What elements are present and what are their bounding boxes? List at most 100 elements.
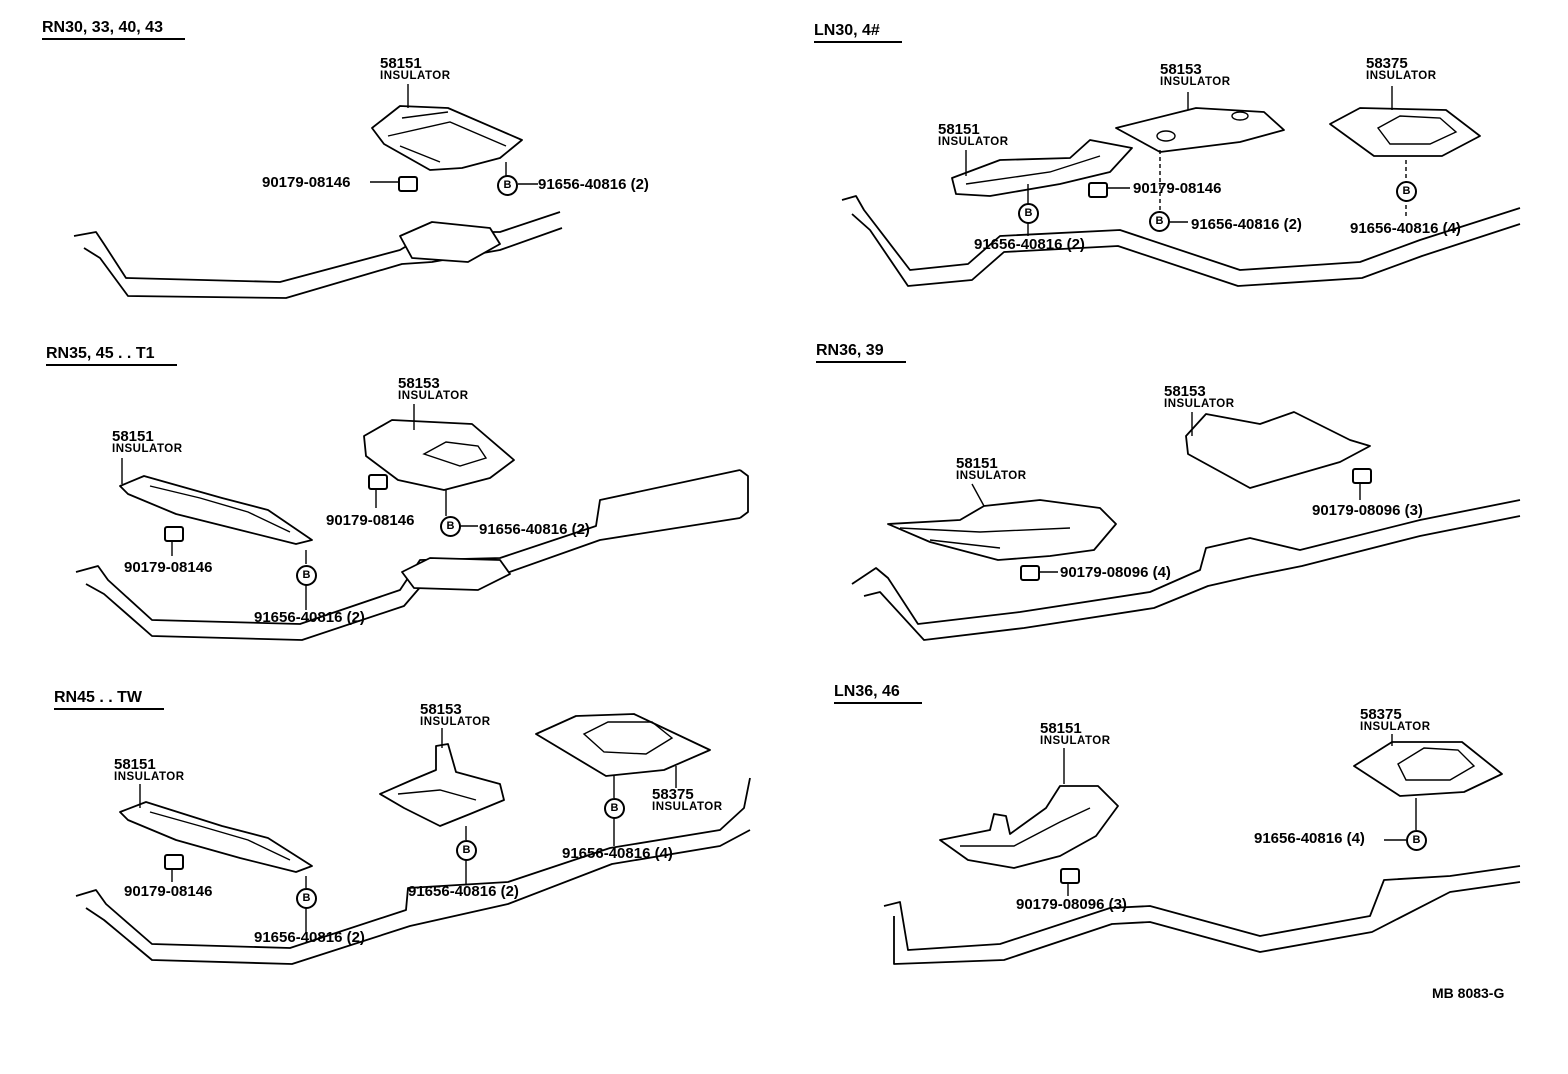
rn45tw-exhaust-pipe: [75, 777, 751, 965]
part-number: 58375: [1360, 706, 1402, 723]
rn30-label-90179: 90179-08146: [262, 174, 351, 191]
rn35-nut-icon-a: [164, 526, 184, 542]
rn35-leader-bolt-b: [445, 490, 478, 527]
ln30-callout-58153: 58153 INSULATOR: [1160, 62, 1231, 89]
part-name: INSULATOR: [420, 716, 491, 728]
rn35-bolt-icon-a: B: [296, 565, 317, 586]
rn35-label-90179-a: 90179-08146: [124, 559, 213, 576]
ln30-label-91656-b: 91656-40816 (2): [1191, 216, 1302, 233]
ln36-exhaust-pipe: [883, 865, 1521, 965]
ln30-label-91656-a: 91656-40816 (2): [974, 236, 1085, 253]
ln36-label-90179: 90179-08096 (3): [1016, 896, 1127, 913]
part-number: 58151: [112, 428, 154, 445]
panel-title-rn30: RN30, 33, 40, 43: [42, 19, 185, 40]
part-number: 58151: [380, 55, 422, 72]
ln30-bolt-icon-a: B: [1018, 203, 1039, 224]
ln30-bolt-icon-c: B: [1396, 181, 1417, 202]
part-number: 58153: [1160, 61, 1202, 78]
rn45tw-label-91656-c: 91656-40816 (4): [562, 845, 673, 862]
part-name: INSULATOR: [956, 470, 1027, 482]
rn45tw-bolt-icon-b: B: [456, 840, 477, 861]
rn30-exhaust-pipe: [73, 211, 563, 299]
ln30-insulator-58375: [1329, 107, 1481, 157]
rn45tw-bolt-icon-a: B: [296, 888, 317, 909]
part-name: INSULATOR: [398, 390, 469, 402]
rn36-insulator-58153: [1185, 411, 1371, 489]
ln36-label-91656: 91656-40816 (4): [1254, 830, 1365, 847]
rn35-callout-58151: 58151 INSULATOR: [112, 429, 183, 456]
panel-title-rn45tw: RN45 . . TW: [54, 689, 165, 710]
rn36-label-90179-b: 90179-08096 (4): [1060, 564, 1171, 581]
part-number: 58153: [420, 701, 462, 718]
part-name: INSULATOR: [380, 70, 451, 82]
panel-title-rn36: RN36, 39: [816, 342, 906, 363]
part-name: INSULATOR: [1040, 735, 1111, 747]
ln30-callout-58375: 58375 INSULATOR: [1366, 56, 1437, 83]
ln30-insulator-58153: [1115, 107, 1285, 153]
rn45tw-callout-58375: 58375 INSULATOR: [652, 787, 723, 814]
rn36-callout-58151: 58151 INSULATOR: [956, 456, 1027, 483]
part-number: 58153: [1164, 383, 1206, 400]
rn36-nut-icon-b: [1020, 565, 1040, 581]
rn45tw-insulator-58375: [535, 713, 711, 777]
part-number: 58375: [1366, 55, 1408, 72]
ln30-callout-58151: 58151 INSULATOR: [938, 122, 1009, 149]
rn30-label-91656: 91656-40816 (2): [538, 176, 649, 193]
rn36-leader-58151: [971, 483, 985, 507]
ln30-label-90179: 90179-08146: [1133, 180, 1222, 197]
ln30-bolt-icon-b: B: [1149, 211, 1170, 232]
part-number: 58153: [398, 375, 440, 392]
part-name: INSULATOR: [1360, 721, 1431, 733]
rn30-leader-bolt: [505, 162, 538, 185]
rn45tw-insulator-58151: [119, 801, 313, 873]
part-number: 58151: [938, 121, 980, 138]
part-number: 58151: [1040, 720, 1082, 737]
rn30-nut-icon: [398, 176, 418, 192]
panel-title-ln36: LN36, 46: [834, 683, 922, 704]
rn36-label-90179-a: 90179-08096 (3): [1312, 502, 1423, 519]
ln30-exhaust-pipe: [841, 195, 1521, 287]
panel-title-rn35: RN35, 45 . . T1: [46, 345, 177, 366]
part-name: INSULATOR: [112, 443, 183, 455]
rn45tw-bolt-icon-c: B: [604, 798, 625, 819]
part-number: 58375: [652, 786, 694, 803]
rn35-callout-58153: 58153 INSULATOR: [398, 376, 469, 403]
ln30-insulator-58151: [951, 139, 1133, 197]
rn45tw-nut-icon: [164, 854, 184, 870]
panel-title-ln30: LN30, 4#: [814, 22, 902, 43]
ln36-insulator-58375: [1353, 741, 1503, 797]
rn35-insulator-58151: [119, 475, 313, 545]
rn35-bolt-icon-b: B: [440, 516, 461, 537]
rn45tw-callout-58151: 58151 INSULATOR: [114, 757, 185, 784]
rn30-insulator-58151: [371, 105, 523, 171]
ln36-callout-58375: 58375 INSULATOR: [1360, 707, 1431, 734]
rn45tw-insulator-58153: [379, 743, 505, 827]
rn45tw-label-91656-b: 91656-40816 (2): [408, 883, 519, 900]
part-number: 58151: [114, 756, 156, 773]
ln36-insulator-58151: [939, 785, 1119, 869]
ln36-bolt-icon: B: [1406, 830, 1427, 851]
rn36-insulator-58151: [887, 499, 1117, 561]
ln30-label-91656-c: 91656-40816 (4): [1350, 220, 1461, 237]
rn35-exhaust-pipe: [75, 469, 749, 641]
part-name: INSULATOR: [1160, 76, 1231, 88]
rn36-callout-58153: 58153 INSULATOR: [1164, 384, 1235, 411]
rn45tw-callout-58153: 58153 INSULATOR: [420, 702, 491, 729]
part-name: INSULATOR: [652, 801, 723, 813]
ln30-nut-icon: [1088, 182, 1108, 198]
drawing-code: MB 8083-G: [1432, 985, 1505, 1001]
rn35-label-91656-b: 91656-40816 (2): [479, 521, 590, 538]
rn30-bolt-icon: B: [497, 175, 518, 196]
rn45tw-label-91656-a: 91656-40816 (2): [254, 929, 365, 946]
part-name: INSULATOR: [114, 771, 185, 783]
rn45tw-label-90179: 90179-08146: [124, 883, 213, 900]
ln36-callout-58151: 58151 INSULATOR: [1040, 721, 1111, 748]
ln36-nut-icon: [1060, 868, 1080, 884]
part-name: INSULATOR: [1366, 70, 1437, 82]
part-name: INSULATOR: [1164, 398, 1235, 410]
rn30-callout-58151: 58151 INSULATOR: [380, 56, 451, 83]
rn35-insulator-58153: [363, 419, 515, 491]
ln36-leader-bolt: [1384, 798, 1417, 841]
